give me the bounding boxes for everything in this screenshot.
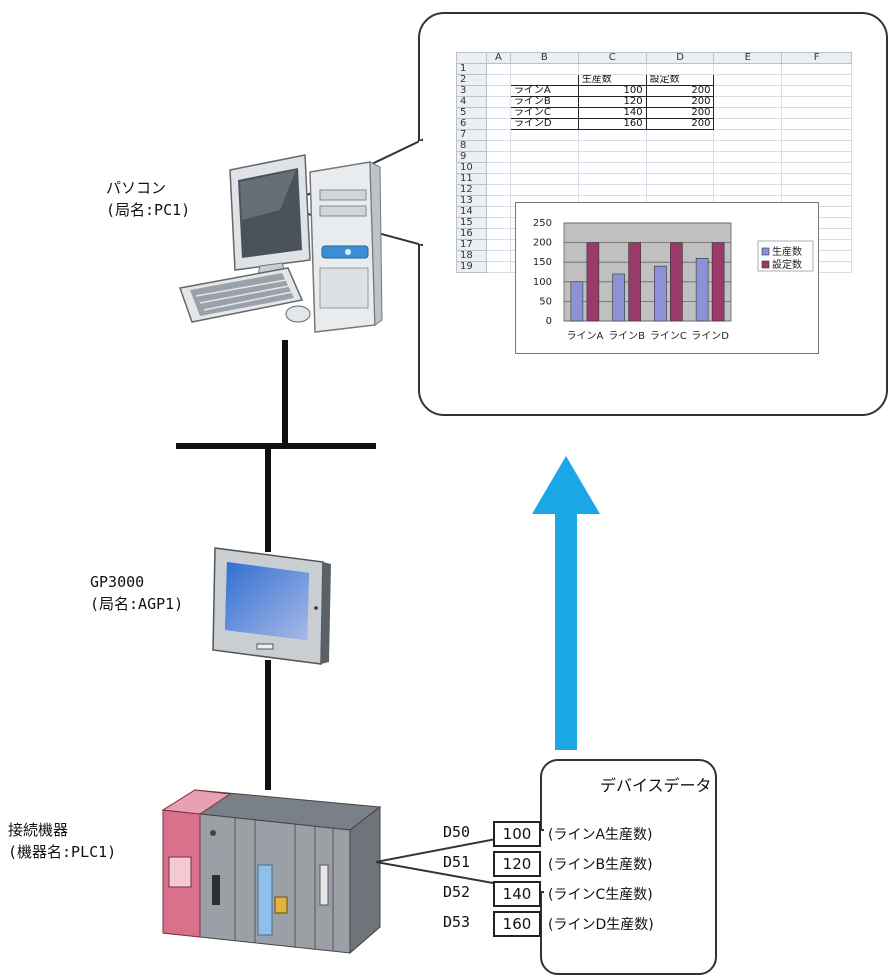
legend-swatch — [761, 247, 770, 256]
gp-label: GP3000 — [90, 573, 145, 591]
pc-tower-icon — [309, 161, 383, 333]
legend-label: 生産数 — [772, 245, 802, 258]
device-description: (ラインA生産数) — [548, 827, 653, 843]
device-data-title: デバイスデータ — [600, 776, 712, 795]
device-description: (ラインD生産数) — [548, 917, 654, 933]
pc-illustration — [179, 154, 383, 333]
pc-monitor-icon — [229, 154, 311, 285]
pc-mouse-icon — [285, 305, 311, 323]
y-tick-label: 250 — [533, 218, 552, 229]
plc-rack-icon — [161, 789, 382, 955]
bar-production — [570, 281, 584, 322]
device-value-box: 140 — [493, 881, 541, 907]
y-tick-label: 100 — [533, 277, 552, 288]
device-value-box: 160 — [493, 911, 541, 937]
device-value-box: 120 — [493, 851, 541, 877]
x-tick-label: ラインA — [566, 330, 603, 342]
x-tick-label: ラインB — [608, 330, 645, 342]
legend-label: 設定数 — [772, 258, 802, 271]
chart-frame: 250 200 150 100 50 0 ラインA ラインB ラインC ラインD 生産数設定数 — [515, 202, 819, 354]
bar-production — [654, 265, 667, 322]
device-register-label: D50 — [443, 823, 471, 841]
y-tick-label: 150 — [533, 257, 552, 268]
legend-swatch — [761, 260, 770, 269]
x-tick-label: ラインD — [691, 330, 729, 342]
data-flow-arrow — [532, 456, 600, 750]
bar-production — [695, 257, 709, 322]
device-register-label: D51 — [443, 853, 471, 871]
pc-station-label: (局名:PC1) — [106, 201, 191, 219]
row-number-cell: 6 — [456, 118, 487, 130]
gp-station-label: (局名:AGP1) — [90, 595, 184, 613]
sheet-row: 11 — [456, 173, 852, 185]
device-value-box: 100 — [493, 821, 541, 847]
row-number-cell: 19 — [456, 261, 487, 273]
bar-setting — [711, 242, 725, 322]
plc-station-label: (機器名:PLC1) — [8, 843, 117, 861]
bar-setting — [628, 242, 641, 322]
plc-illustration — [161, 789, 382, 955]
device-register-label: D52 — [443, 883, 471, 901]
gp3000-hmi-icon — [212, 547, 331, 665]
legend-box — [757, 240, 814, 272]
y-tick-label: 200 — [533, 238, 552, 249]
sheet-row: 10 — [456, 162, 852, 174]
device-register-label: D53 — [443, 913, 471, 931]
bar-setting — [586, 242, 600, 322]
y-tick-label: 50 — [539, 296, 552, 307]
pc-keyboard-icon — [179, 267, 304, 323]
pc-label: パソコン — [106, 179, 167, 197]
device-data-panel: デバイスデータ D50 100 (ラインA生産数) D51 120 (ラインB生産数) D5… — [443, 759, 893, 971]
device-description: (ラインC生産数) — [548, 887, 653, 903]
bar-production — [612, 273, 625, 322]
bar-setting — [670, 242, 683, 322]
device-description: (ラインB生産数) — [548, 857, 653, 873]
x-tick-label: ラインC — [650, 330, 687, 342]
sheet-row: 8 — [456, 140, 852, 152]
plc-label: 接続機器 — [8, 821, 69, 839]
y-tick-label: 0 — [546, 316, 552, 327]
sheet-row: 9 — [456, 151, 852, 163]
